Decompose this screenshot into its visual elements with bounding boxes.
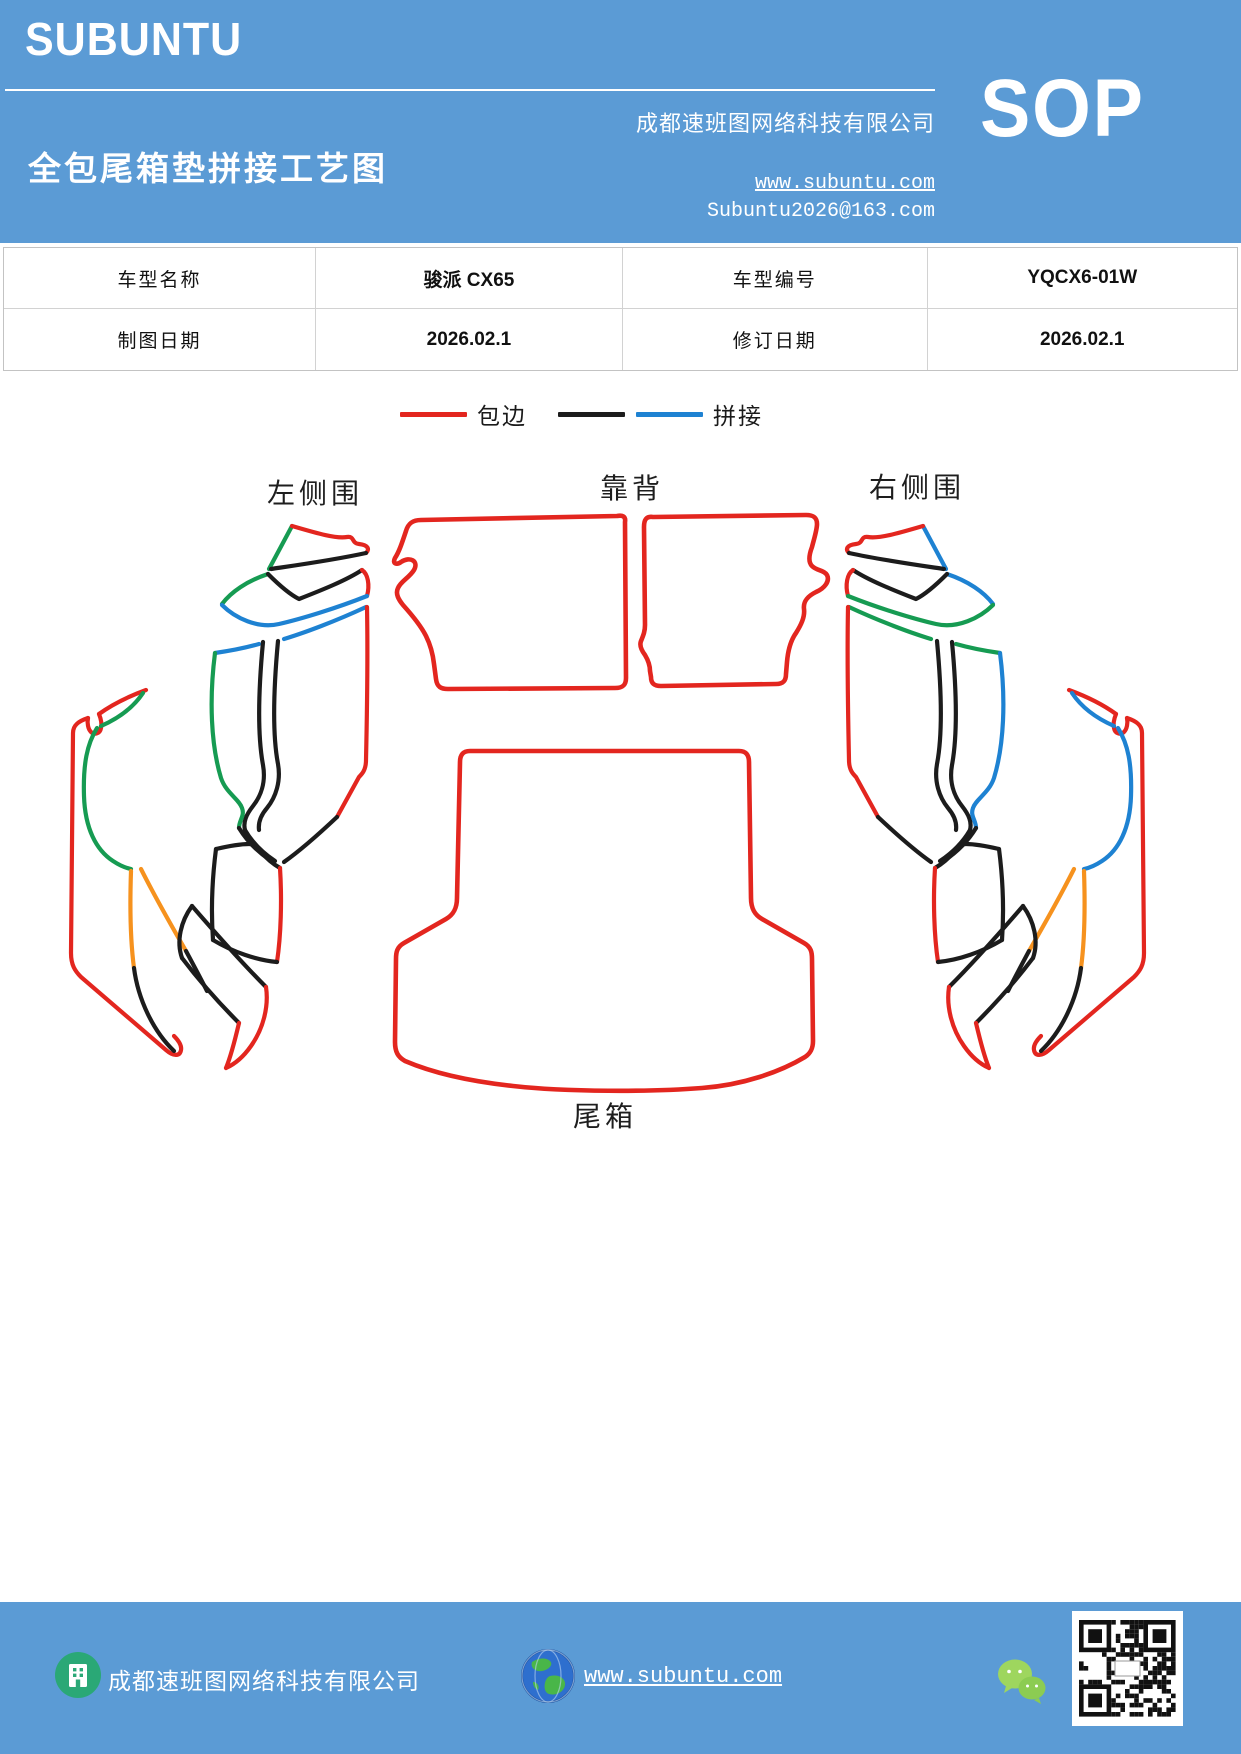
side-flap-piece (844, 523, 949, 572)
trunk-piece (392, 748, 816, 1094)
side-panel-piece (845, 604, 1006, 865)
legend-stitch-black-swatch (558, 411, 625, 417)
left-side-piece-group (68, 523, 371, 1071)
right-side-label: 右侧围 (869, 472, 965, 503)
side-panel-piece (209, 604, 370, 865)
side-boot-piece (1005, 687, 1147, 1057)
backrest-label: 靠背 (600, 473, 664, 504)
side-strip-piece (946, 903, 1038, 1071)
backrest-left-piece (391, 513, 629, 692)
legend-edging-swatch (400, 411, 467, 417)
revise-date-label: 修订日期 (623, 309, 928, 370)
company-building-icon (55, 1652, 101, 1698)
side-boot-piece (68, 687, 210, 1057)
header-divider (5, 89, 935, 91)
legend-stitch-label: 拼接 (713, 404, 763, 429)
header-website-link[interactable]: www.subuntu.com (754, 172, 935, 195)
side-strip-piece (177, 903, 269, 1071)
side-band-piece (844, 567, 996, 628)
draw-date-value: 2026.02.1 (316, 309, 623, 370)
vehicle-info-table: 车型名称 骏派 CX65 车型编号 YQCX6-01W 制图日期 2026.02… (3, 247, 1238, 371)
header-company-name: 成都速班图网络科技有限公司 (635, 111, 935, 136)
header-email: Subuntu2026@163.com (706, 200, 935, 223)
left-side-label: 左侧围 (267, 478, 363, 509)
trunk-label: 尾箱 (573, 1101, 637, 1132)
footer-company-name: 成都速班图网络科技有限公司 (108, 1669, 420, 1694)
wechat-icon (998, 1659, 1046, 1704)
brand-logo: SUBUNTU (25, 14, 243, 66)
draw-date-label: 制图日期 (4, 309, 316, 370)
footer-website-link[interactable]: www.subuntu.com (584, 1664, 783, 1689)
globe-icon (521, 1649, 575, 1703)
side-flap-piece (266, 523, 371, 572)
model-code-label: 车型编号 (622, 248, 928, 309)
sop-badge: SOP (980, 63, 1145, 154)
model-name-label: 车型名称 (4, 248, 316, 309)
backrest-right-piece (638, 512, 831, 689)
model-code-value: YQCX6-01W (927, 248, 1237, 309)
legend-stitch-blue-swatch (636, 411, 703, 417)
right-side-piece-group (844, 523, 1147, 1071)
legend-edging-label: 包边 (477, 404, 527, 429)
footer-band: 成都速班图网络科技有限公司 www.subuntu.com (0, 1602, 1241, 1754)
qr-code (1072, 1611, 1183, 1726)
header-band: SUBUNTU 全包尾箱垫拼接工艺图 成都速班图网络科技有限公司 www.sub… (0, 0, 1241, 243)
side-band-piece (219, 567, 371, 628)
side-quad-piece (209, 841, 284, 965)
legend: 包边 拼接 (400, 400, 763, 429)
side-quad-piece (931, 841, 1006, 965)
model-name-value: 骏派 CX65 (315, 248, 623, 309)
page-title: 全包尾箱垫拼接工艺图 (28, 152, 388, 188)
revise-date-value: 2026.02.1 (1039, 328, 1125, 350)
